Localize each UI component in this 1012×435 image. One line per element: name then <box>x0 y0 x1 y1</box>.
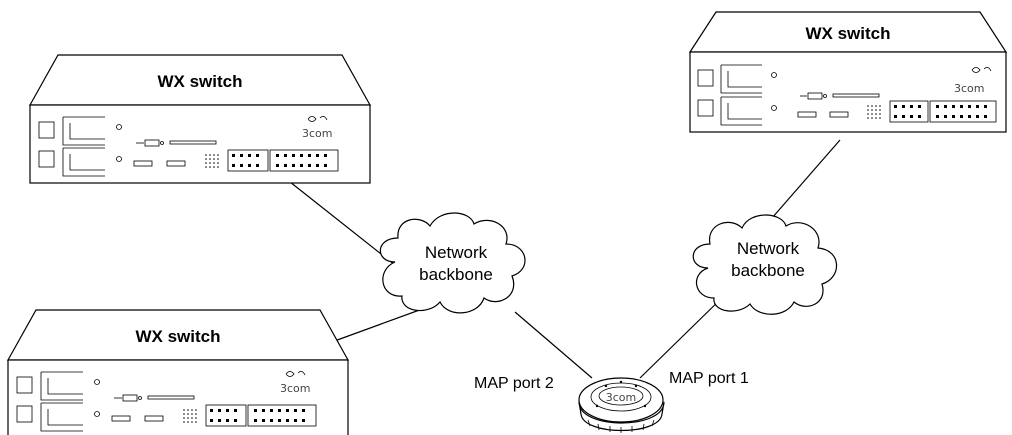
map-port-2-label: MAP port 2 <box>474 375 554 392</box>
cloud-label-line1: Network <box>425 243 488 262</box>
cloud-icon <box>692 214 838 315</box>
map-access-point: 3com <box>578 377 665 433</box>
wx-switch-1: WX switch <box>28 54 372 184</box>
cloud-label-line2: backbone <box>419 265 493 284</box>
cloud-icon <box>379 212 526 314</box>
ethernet-ports-icon <box>205 404 317 427</box>
port-bay-icon <box>16 371 100 432</box>
vent-icon <box>205 154 219 168</box>
console-port-icon <box>133 139 217 167</box>
console-port-icon <box>797 92 880 118</box>
port-bay-icon <box>38 116 122 177</box>
brand-logo: 3com <box>954 67 992 95</box>
map-base <box>578 401 665 432</box>
link-backbone1-map-port2 <box>514 311 593 379</box>
console-port-icon <box>111 394 195 422</box>
ethernet-ports-icon <box>889 100 997 123</box>
map-brand-logo: 3com <box>606 391 637 404</box>
svg-text:3com: 3com <box>954 82 985 95</box>
switch-label: WX switch <box>157 72 242 91</box>
switch-label: WX switch <box>805 24 890 43</box>
network-backbone-cloud-1: Network backbone <box>379 212 526 314</box>
brand-logo: 3com <box>280 371 311 395</box>
link-switch3-backbone2 <box>771 139 841 219</box>
wx-switch-2: WX switch <box>6 309 350 435</box>
cloud-label-line1: Network <box>737 239 800 258</box>
port-bay-icon <box>697 64 777 126</box>
map-port-1-label: MAP port 1 <box>669 370 749 387</box>
vent-icon <box>867 105 881 119</box>
network-backbone-cloud-2: Network backbone <box>692 214 838 315</box>
ethernet-ports-icon <box>227 149 339 172</box>
switch-label: WX switch <box>135 327 220 346</box>
svg-text:3com: 3com <box>280 382 311 395</box>
map-body <box>578 377 664 423</box>
svg-text:3com: 3com <box>302 127 333 140</box>
vent-icon <box>183 409 197 423</box>
switch-front-panel <box>7 359 349 435</box>
cloud-label-line2: backbone <box>731 261 805 280</box>
map-vent-marks <box>587 419 655 433</box>
map-led-icon <box>619 380 623 384</box>
wx-switch-3: WX switch <box>688 11 1008 133</box>
link-backbone2-map-port1 <box>639 291 729 379</box>
link-switch1-backbone1 <box>284 177 396 266</box>
brand-logo: 3com <box>302 116 333 140</box>
